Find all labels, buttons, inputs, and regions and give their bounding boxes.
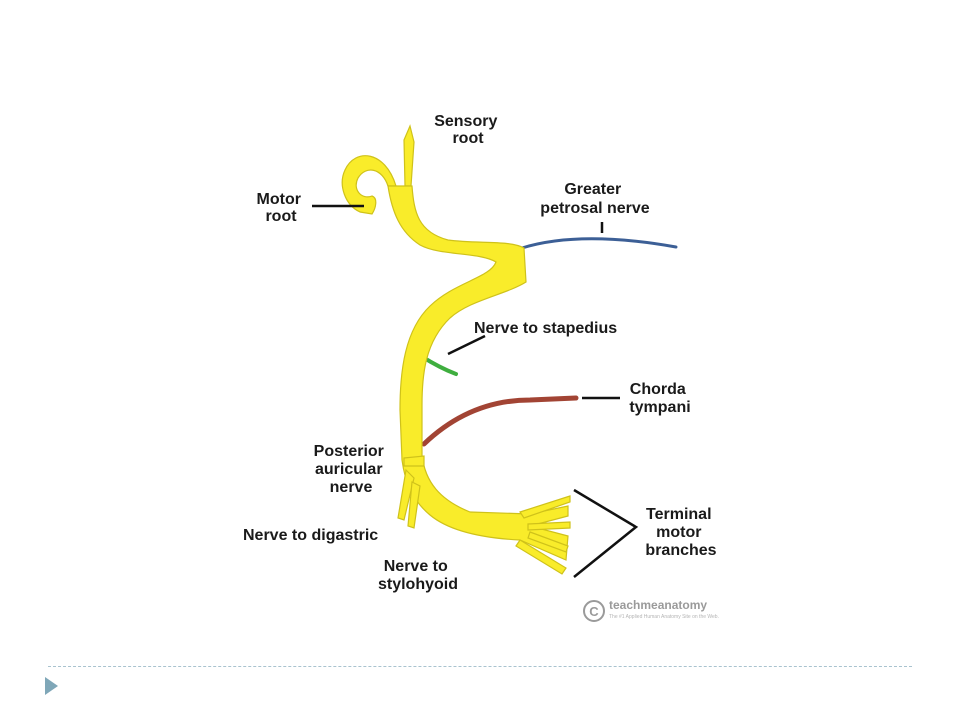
terminal-branch (527, 521, 571, 531)
greater-petrosal-nerve (520, 237, 678, 250)
terminal-branch (527, 531, 569, 553)
watermark-tagline: The #1 Applied Human Anatomy Site on the… (609, 614, 719, 620)
digastric-branch (397, 468, 415, 521)
main-trunk (387, 185, 569, 561)
sensory-root-label: Sensory root (434, 113, 502, 147)
facial-nerve-trunk (341, 124, 571, 575)
watermark-name: teachmeanatomy (609, 598, 707, 612)
triangle-right-icon (45, 677, 58, 695)
stylohyoid-label: Nerve to stylohyoid (378, 558, 458, 593)
teachmeanatomy-watermark: C teachmeanatomy The #1 Applied Human An… (583, 598, 719, 622)
svg-text:C: C (589, 604, 599, 619)
terminal-motor-branches-label: Terminal motor branches (645, 506, 716, 559)
chorda-tympani-nerve (421, 395, 579, 447)
posterior-auricular-label: Posterior auricular nerve (314, 443, 389, 496)
copyright-icon: C (583, 600, 605, 622)
terminal-branch (519, 495, 571, 519)
motor-root-loop (341, 155, 397, 215)
terminal-bracket (573, 488, 639, 578)
leader-lines (312, 204, 639, 578)
posterior-auricular-branch (403, 455, 425, 467)
footer-divider (48, 666, 912, 667)
motor-root-label: Motor root (257, 191, 306, 225)
sensory-root-branch (403, 124, 415, 187)
greater-petrosal-label: Greater petrosal nerve (540, 181, 649, 217)
stapedius-label: Nerve to stapedius (474, 320, 617, 337)
digastric-label: Nerve to digastric (243, 527, 378, 544)
stylohyoid-branch (407, 481, 421, 529)
chorda-tympani-label: Chorda tympani (629, 381, 690, 416)
stapedius-leader (447, 334, 486, 356)
terminal-branch (515, 539, 567, 575)
